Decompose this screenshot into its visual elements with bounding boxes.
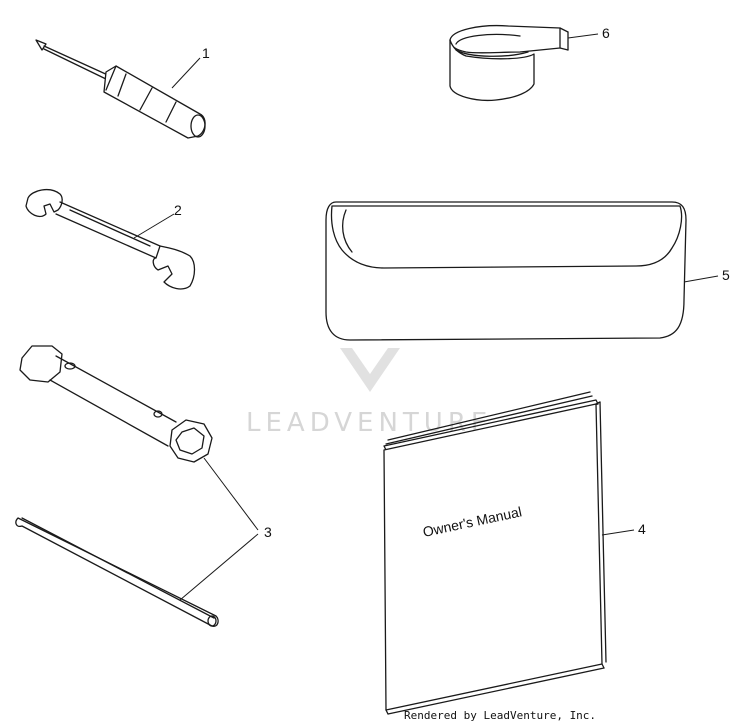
watermark-text: LEADVENTURE	[246, 408, 492, 438]
callout-4-leader	[601, 529, 635, 536]
callout-6-leader	[567, 33, 599, 39]
callout-3: 3	[264, 524, 272, 540]
part-1-screwdriver: 1	[35, 39, 210, 139]
tube-wrench-icon	[15, 345, 219, 627]
screwdriver-icon	[35, 39, 206, 139]
callout-2-leader	[133, 213, 175, 239]
part-4-owners-manual: Owner's Manual 4	[383, 391, 646, 715]
watermark: LEADVENTURE	[246, 293, 492, 438]
callout-3-leader-a	[203, 457, 259, 531]
part-3-tube-wrench: 3	[15, 345, 272, 627]
callout-2: 2	[174, 202, 182, 218]
part-2-open-end-wrench: 2	[25, 188, 196, 290]
callout-1-leader	[171, 57, 201, 89]
callout-3-leader-b	[179, 533, 259, 601]
footer-credit: Rendered by LeadVenture, Inc.	[404, 709, 596, 722]
open-end-wrench-icon	[25, 188, 196, 290]
callout-5: 5	[722, 267, 730, 283]
part-6-strap-roll: 6	[449, 24, 610, 102]
callout-4: 4	[638, 521, 646, 537]
tool-pouch-icon	[325, 201, 687, 341]
callout-5-leader	[683, 275, 719, 283]
strap-roll-icon	[449, 24, 569, 102]
callout-1: 1	[202, 45, 210, 61]
callout-6: 6	[602, 25, 610, 41]
part-5-tool-pouch: 5	[325, 201, 730, 341]
owners-manual-icon: Owner's Manual	[383, 391, 607, 715]
